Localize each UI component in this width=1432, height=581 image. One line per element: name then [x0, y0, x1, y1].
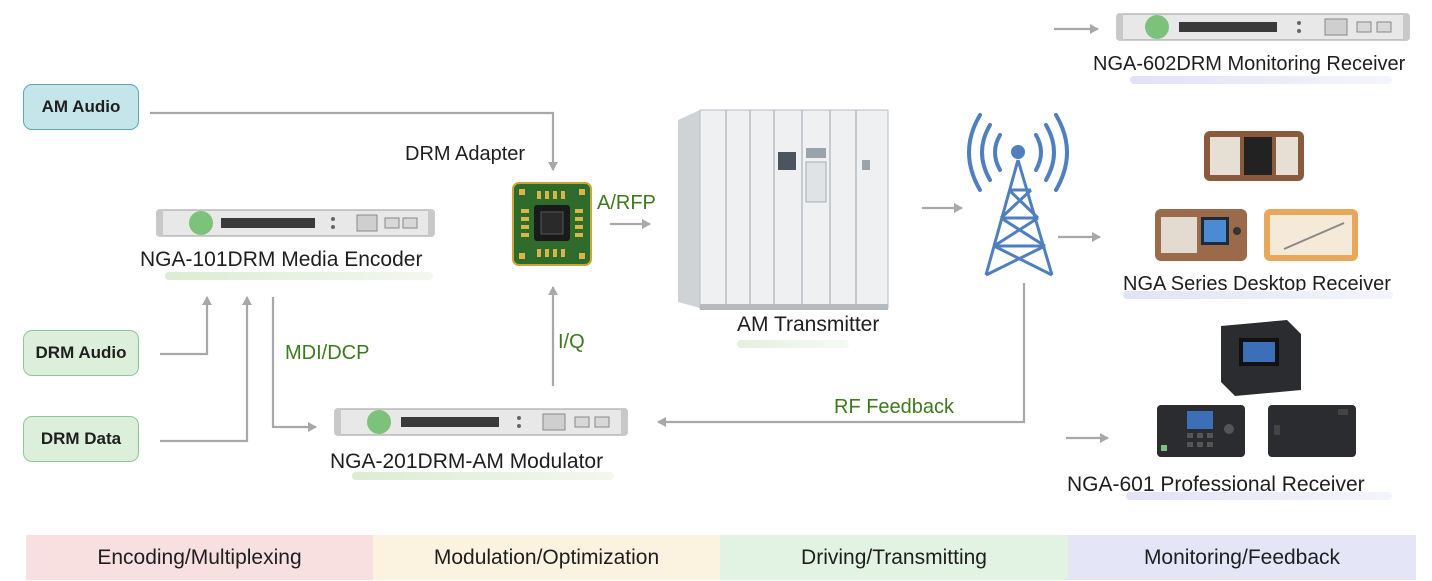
arrow-encoder-to-modulator	[271, 297, 317, 432]
arrow-rf-feedback	[657, 283, 1026, 427]
stage-monitoring-label: Monitoring/Feedback	[1143, 545, 1341, 569]
stage-modulation: Modulation/Optimization	[373, 535, 720, 580]
arrow-drm-audio-to-encoder	[160, 296, 212, 356]
drm-audio-label: DRM Audio	[35, 343, 127, 362]
transmitter-underline	[737, 340, 849, 348]
am-audio-label: AM Audio	[41, 97, 121, 116]
iq-label: I/Q	[558, 331, 585, 353]
stage-encoding-label: Encoding/Multiplexing	[97, 545, 302, 569]
stage-monitoring: Monitoring/Feedback	[1068, 535, 1416, 580]
mdi-dcp-label: MDI/DCP	[285, 342, 370, 364]
drm-data-input: DRM Data	[23, 416, 139, 462]
stage-modulation-label: Modulation/Optimization	[433, 545, 660, 569]
drm-data-label: DRM Data	[40, 429, 122, 448]
arfp-label: A/RFP	[597, 192, 656, 214]
modulator-label: NGA-201DRM-AM Modulator	[330, 450, 604, 473]
stage-driving-label: Driving/Transmitting	[801, 545, 987, 569]
stage-encoding: Encoding/Multiplexing	[26, 535, 373, 580]
encoder-underline	[165, 272, 433, 280]
transmitter-label: AM Transmitter	[737, 313, 880, 336]
professional-receiver-label: NGA-601 Professional Receiver	[1067, 473, 1365, 496]
encoder-label: NGA-101DRM Media Encoder	[140, 248, 423, 271]
modulator-underline	[352, 472, 614, 480]
desktop-receiver-label: NGA Series Desktop Receiver	[1123, 273, 1391, 295]
monitoring-receiver-label: NGA-602DRM Monitoring Receiver	[1093, 53, 1406, 75]
stage-driving: Driving/Transmitting	[720, 535, 1068, 580]
drm-audio-input: DRM Audio	[23, 330, 139, 376]
arrow-am-audio-to-adapter	[150, 111, 558, 171]
adapter-label: DRM Adapter	[405, 143, 526, 165]
professional-underline	[1126, 492, 1392, 500]
am-audio-input: AM Audio	[23, 84, 139, 130]
arrow-drm-data-to-encoder	[160, 296, 252, 443]
rf-feedback-label: RF Feedback	[834, 396, 955, 418]
monitoring-underline	[1130, 76, 1392, 84]
desktop-underline	[1123, 291, 1393, 299]
